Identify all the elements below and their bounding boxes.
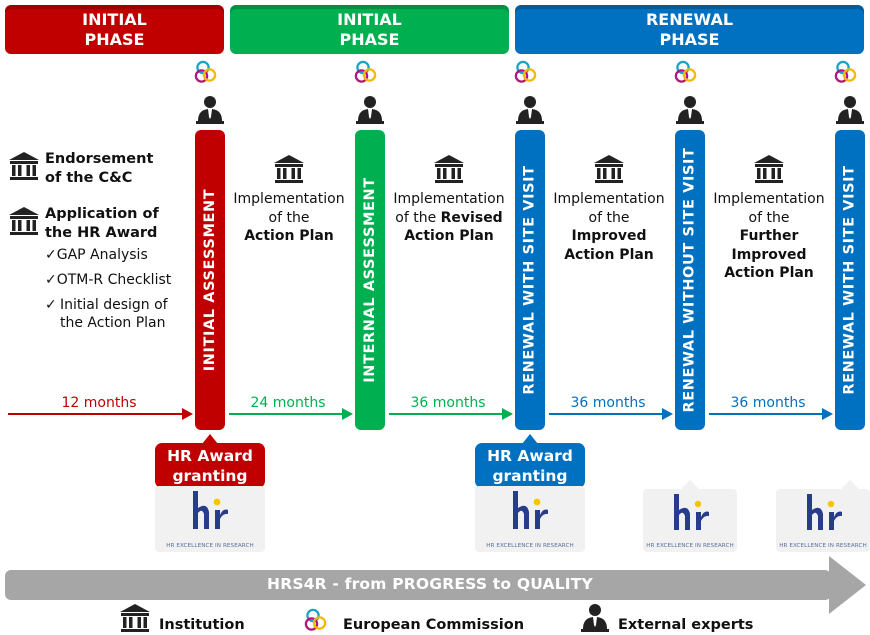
ec-rings-icon bbox=[194, 60, 217, 83]
expert-icon bbox=[196, 96, 224, 124]
hr-logo-icon bbox=[513, 491, 548, 529]
implementation-block: Implementation of the Revised Action Pla… bbox=[393, 191, 505, 244]
check-icon: ✓ bbox=[45, 272, 57, 288]
check-icon: ✓ bbox=[45, 247, 57, 263]
stage-label: RENEWAL WITH SITE VISIT bbox=[522, 165, 539, 395]
duration-arrow bbox=[8, 408, 193, 420]
phase-header-renewal: RENEWAL PHASE bbox=[515, 5, 864, 54]
expert-icon bbox=[836, 96, 864, 124]
grant-pointer bbox=[522, 434, 538, 444]
duration-arrow bbox=[229, 408, 353, 420]
stage-bar-initial-assessment bbox=[195, 130, 225, 430]
ec-rings-icon bbox=[834, 60, 857, 83]
hr-logo-icon bbox=[807, 494, 842, 530]
duration-label: 24 months bbox=[250, 395, 326, 411]
stage-label: INITIAL ASSESSMENT bbox=[202, 188, 219, 372]
hr-excellence-logo: HR EXCELLENCE IN RESEARCH bbox=[475, 486, 585, 552]
expert-icon bbox=[516, 96, 544, 124]
stage-bar-renewal-no-site-visit bbox=[675, 130, 705, 430]
duration-label: 36 months bbox=[570, 395, 646, 411]
institution-icon bbox=[594, 155, 624, 183]
institution-icon bbox=[434, 155, 464, 183]
duration-label: 36 months bbox=[410, 395, 486, 411]
progress-arrow bbox=[5, 556, 866, 614]
hr-award-granting-badge: HR Award granting bbox=[475, 443, 585, 488]
hr-logo-icon bbox=[674, 494, 709, 530]
legend-commission: European Commission bbox=[343, 617, 525, 633]
grant-pointer bbox=[202, 434, 218, 444]
implementation-block: Implementation of the Improved Action Pl… bbox=[553, 191, 665, 263]
hr-award-granting-badge: HR Award granting bbox=[155, 443, 265, 488]
ec-rings-icon bbox=[514, 60, 537, 83]
stage-label: RENEWAL WITH SITE VISIT bbox=[842, 165, 859, 395]
stage-bar-internal-assessment bbox=[355, 130, 385, 430]
progress-banner-text: HRS4R - from PROGRESS to QUALITY bbox=[267, 575, 593, 593]
hr-excellence-logo: HR EXCELLENCE IN RESEARCH bbox=[776, 489, 870, 552]
institution-icon bbox=[9, 207, 39, 235]
check-item: ✓GAP Analysis bbox=[45, 247, 148, 263]
ec-rings-icon bbox=[674, 60, 697, 83]
duration-arrow bbox=[709, 408, 833, 420]
duration-arrow bbox=[389, 408, 513, 420]
legend-commission-icon bbox=[304, 608, 327, 631]
hr-excellence-logo: HR EXCELLENCE IN RESEARCH bbox=[643, 489, 737, 552]
hr-logo-icon bbox=[193, 491, 228, 529]
expert-icon bbox=[676, 96, 704, 124]
phase-header-initial-2: INITIAL PHASE bbox=[230, 5, 509, 54]
implementation-block: Implementation of the Action Plan bbox=[233, 191, 345, 244]
stage-label: INTERNAL ASSESSMENT bbox=[362, 177, 378, 383]
duration-arrow bbox=[549, 408, 673, 420]
ec-rings-icon bbox=[354, 60, 377, 83]
stage-label: RENEWAL WITHOUT SITE VISIT bbox=[682, 147, 699, 413]
duration-label: 36 months bbox=[730, 395, 806, 411]
stage-bar-renewal-site-visit-2 bbox=[835, 130, 865, 430]
institution-icon bbox=[274, 155, 304, 183]
check-item: ✓ Initial design of the Action Plan bbox=[45, 297, 168, 331]
legend-institution-icon bbox=[120, 604, 150, 632]
implementation-block: Implementation of the Further Improved A… bbox=[713, 191, 825, 281]
endorsement-item: Endorsement of the C&C bbox=[45, 151, 154, 186]
check-item: ✓OTM-R Checklist bbox=[45, 272, 172, 288]
expert-icon bbox=[356, 96, 384, 124]
legend-experts: External experts bbox=[618, 617, 754, 633]
legend-expert-icon bbox=[581, 604, 609, 632]
legend-institution: Institution bbox=[159, 617, 245, 633]
hr-excellence-logo: HR EXCELLENCE IN RESEARCH bbox=[155, 486, 265, 552]
check-icon: ✓ bbox=[45, 297, 57, 313]
institution-icon bbox=[754, 155, 784, 183]
institution-icon bbox=[9, 152, 39, 180]
application-item: Application of the HR Award bbox=[45, 206, 159, 241]
phase-header-initial: INITIAL PHASE bbox=[5, 5, 224, 54]
stage-bar-renewal-site-visit bbox=[515, 130, 545, 430]
duration-label: 12 months bbox=[61, 395, 137, 411]
